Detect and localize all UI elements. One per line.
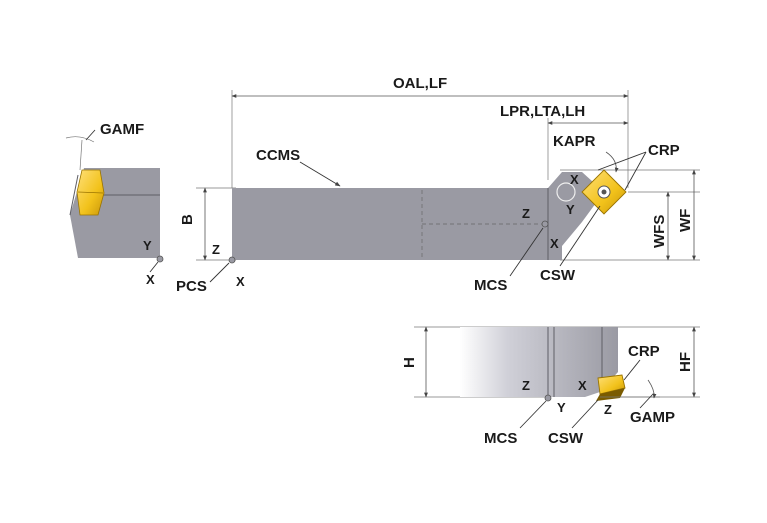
pcs-label: PCS — [176, 278, 207, 295]
top-view-insert — [556, 169, 627, 215]
ccms-label: CCMS — [256, 147, 300, 164]
pcs-x-axis: X — [236, 274, 245, 289]
h-label: H — [401, 357, 418, 368]
kapr-label: KAPR — [553, 133, 596, 150]
mcs-bottom-z-axis: Z — [522, 378, 530, 393]
hf-label: HF — [677, 352, 694, 372]
end-view-y-axis: Y — [143, 238, 152, 253]
b-label: B — [179, 214, 196, 225]
mcs-top-z-axis: Z — [522, 206, 530, 221]
crp-bottom-label: CRP — [628, 343, 660, 360]
top-view-shank — [232, 172, 604, 260]
csw-bottom-label: CSW — [548, 430, 584, 447]
mcs-top-point — [541, 220, 549, 228]
wfs-label: WFS — [651, 215, 668, 248]
end-view-origin-point — [156, 255, 164, 263]
csw-bottom-y-axis: Y — [557, 400, 566, 415]
end-view-x-axis: X — [146, 272, 155, 287]
side-view: H HF CRP GAMP Z MCS X Y Z CSW — [401, 326, 700, 447]
csw-top-label: CSW — [540, 267, 576, 284]
mcs-bottom-point — [544, 394, 552, 402]
oal-lf-label: OAL,LF — [393, 75, 447, 92]
crp-top-label: CRP — [648, 142, 680, 159]
gamf-label: GAMF — [100, 121, 144, 138]
end-view: GAMF Y X — [65, 121, 164, 287]
wf-label: WF — [677, 209, 694, 232]
top-view: OAL,LF LPR,LTA,LH KAPR CRP CCMS B W — [176, 75, 700, 295]
mcs-top-x-axis: X — [550, 236, 559, 251]
csw-bottom-z-axis: Z — [604, 402, 612, 417]
csw-top-y-axis: Y — [566, 202, 575, 217]
csw-bottom-x-axis: X — [578, 378, 587, 393]
side-view-shank — [460, 327, 618, 397]
csw-top-x-axis: X — [570, 172, 579, 187]
mcs-top-label: MCS — [474, 277, 507, 294]
pcs-z-axis: Z — [212, 242, 220, 257]
lpr-lta-lh-label: LPR,LTA,LH — [500, 103, 585, 120]
mcs-bottom-label: MCS — [484, 430, 517, 447]
gamp-label: GAMP — [630, 409, 675, 426]
pcs-point — [228, 256, 236, 264]
